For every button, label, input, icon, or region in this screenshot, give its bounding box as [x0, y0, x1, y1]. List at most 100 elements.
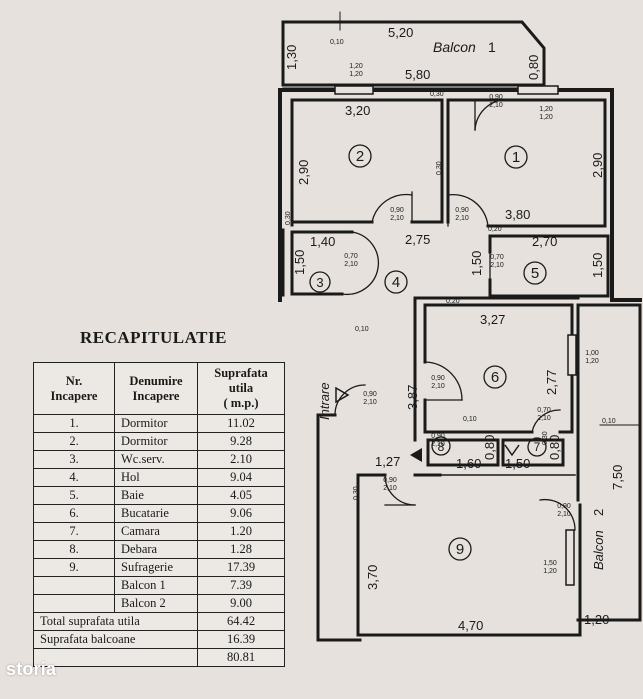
row-number: 6. [33, 504, 115, 523]
storia-watermark: storia [6, 659, 57, 679]
room-area: 9.06 [197, 504, 285, 523]
room-7-walls [501, 438, 565, 467]
row-number [33, 576, 115, 595]
total-label [33, 648, 198, 667]
total-label: Total suprafata utila [33, 612, 198, 631]
room-number-7: 7 [534, 440, 541, 454]
total-label: Suprafata balcoane [33, 630, 198, 649]
dim-label: 1,50 [469, 251, 484, 276]
dim-label: 2,90 [590, 153, 605, 178]
room-name: Balcon 2 [114, 594, 198, 613]
room-number-1: 1 [512, 149, 520, 166]
row-number [33, 594, 115, 613]
room-number-9: 9 [456, 541, 464, 558]
row-number: 2. [33, 432, 115, 451]
dim-label: 3,20 [345, 103, 370, 118]
row-number: 8. [33, 540, 115, 559]
dim-label: 0,80 [482, 435, 497, 460]
room-area: 9.28 [197, 432, 285, 451]
room-area: 7.39 [197, 576, 285, 595]
room-9-walls [356, 473, 582, 637]
dim-label: 1,50 [505, 456, 530, 471]
hatch-icon [410, 448, 422, 462]
dim-label: 0,80 [547, 435, 562, 460]
balcony-2-number: 2 [591, 509, 606, 516]
total-value: 64.42 [197, 612, 285, 631]
dim-label: 2,90 [296, 160, 311, 185]
dim-label: 0,10 [355, 326, 369, 333]
room-circle-8 [431, 436, 451, 456]
dim-label: 0,80 [526, 55, 541, 80]
dim-label: 3,87 [405, 385, 420, 410]
room-name: Bucatarie [114, 504, 198, 523]
dim-label: 0,30 [430, 91, 444, 98]
dim-label: 0,30 [285, 211, 292, 225]
total-value: 80.81 [197, 648, 285, 667]
room-number-5: 5 [531, 265, 539, 282]
recap-total-row: 80.81 [33, 648, 285, 667]
row-number: 4. [33, 468, 115, 487]
room-area: 9.00 [197, 594, 285, 613]
room-circle-6 [483, 365, 507, 389]
dim-label: 5,20 [388, 25, 413, 40]
room-area: 9.04 [197, 468, 285, 487]
dim-label: 3,27 [480, 312, 505, 327]
dim-label: 1,40 [310, 234, 335, 249]
dim-label: 1,30 [284, 45, 299, 70]
room-circle-7 [527, 437, 547, 457]
room-circle-3 [309, 271, 331, 293]
dim-label: 1,50 [292, 250, 307, 275]
dim-label: 7,50 [610, 465, 625, 490]
recap-title: RECAPITULATIE [80, 328, 227, 347]
room-area: 1.20 [197, 522, 285, 541]
room-name: Wc.serv. [114, 450, 198, 469]
row-number: 5. [33, 486, 115, 505]
dim-label: 0,20 [446, 298, 460, 305]
dim-label: 5,80 [405, 67, 430, 82]
room-8-walls [426, 438, 500, 467]
dim-label: 1,20 [584, 612, 609, 627]
room-6-walls [423, 303, 574, 434]
dim-label: 0,10 [330, 39, 344, 46]
total-value: 16.39 [197, 630, 285, 649]
dim-label: 0,30 [436, 161, 443, 175]
dim-label: 0,20 [488, 226, 502, 233]
room-number-4: 4 [392, 274, 400, 291]
row-number: 7. [33, 522, 115, 541]
room-area: 2.10 [197, 450, 285, 469]
balcony-2-label: Balcon [591, 530, 606, 570]
dim-label: 0,10 [602, 418, 616, 425]
dim-label: 1,50 [590, 253, 605, 278]
recap-row: 3.Wc.serv.2.10 [33, 450, 285, 469]
room-area: 17.39 [197, 558, 285, 577]
entrance-arrow-icon [335, 386, 350, 404]
row-number: 1. [33, 414, 115, 433]
room-circle-2 [348, 144, 372, 168]
dim-label: 3,70 [365, 565, 380, 590]
room-name: Dormitor [114, 432, 198, 451]
room-name: Sufragerie [114, 558, 198, 577]
row-number: 3. [33, 450, 115, 469]
dim-label: 1,27 [375, 454, 400, 469]
